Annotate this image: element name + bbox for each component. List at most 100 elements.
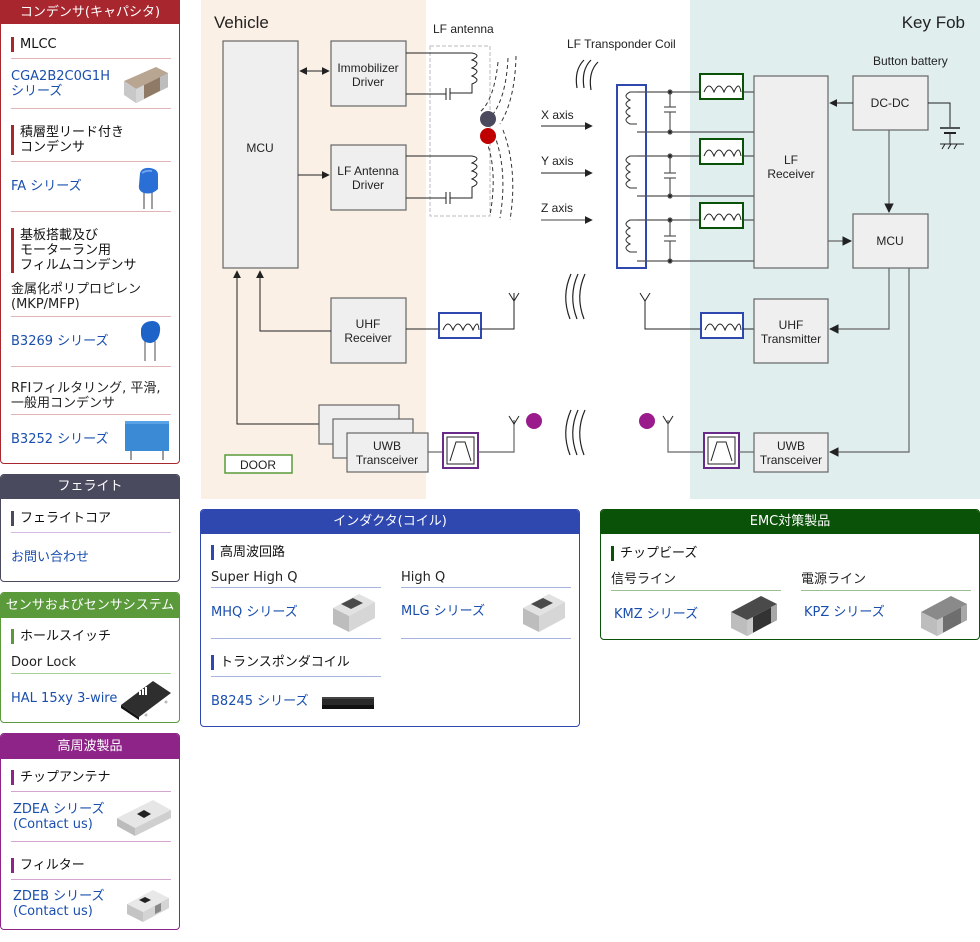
title-line: フィルムコンデンサ [20, 258, 137, 273]
link-line: CGA2B2C0G1H [11, 69, 110, 84]
block-label: Transceiver [760, 453, 822, 467]
section-title-ferrite-core: フェライトコア [11, 511, 111, 526]
product-link-b3252[interactable]: B3252 シリーズ [11, 432, 109, 447]
transponder-coil-image [322, 697, 374, 709]
block-label: DC-DC [871, 96, 910, 110]
link-line: (Contact us) [13, 904, 93, 919]
product-link-kmz[interactable]: KMZ シリーズ [614, 607, 699, 622]
product-link-b8245[interactable]: B8245 シリーズ [211, 694, 309, 709]
contact-link[interactable]: お問い合わせ [11, 550, 90, 565]
rf-panel: 高周波製品 チップアンテナ ZDEA シリーズ (Contact us) フィル… [0, 733, 180, 930]
divider [11, 791, 171, 792]
divider [11, 532, 171, 533]
sub-label-high-q: High Q [401, 570, 446, 585]
divider [11, 108, 171, 109]
sensor-panel: センサおよびセンサシステム ホールスイッチ Door Lock HAL 15xy… [0, 592, 180, 723]
divider [11, 841, 171, 842]
divider [401, 587, 571, 588]
fob-mcu-block: MCU [852, 213, 929, 269]
uhf-inductor-fob [639, 292, 754, 339]
sub-line: RFIフィルタリング, 平滑, [11, 381, 161, 396]
product-link-mhq[interactable]: MHQ シリーズ [211, 605, 298, 620]
section-title-chip-antenna: チップアンテナ [11, 770, 110, 785]
inductor-panel-header: インダクタ(コイル) [201, 510, 579, 534]
title-line: モーターラン用 [20, 243, 112, 258]
product-link-kpz[interactable]: KPZ シリーズ [804, 605, 885, 620]
sensor-panel-header: センサおよびセンサシステム [1, 593, 179, 618]
title-line: コンデンサ [20, 140, 86, 155]
uhf-receiver-block: UHF Receiver [330, 297, 407, 364]
divider [11, 673, 171, 674]
emc-bead-3 [699, 202, 744, 229]
product-link-zdea[interactable]: ZDEA シリーズ (Contact us) [13, 802, 105, 832]
sub-line: 金属化ポリプロピレン [11, 282, 142, 297]
uhf-inductor-vehicle [406, 292, 520, 339]
product-link-b3269[interactable]: B3269 シリーズ [11, 334, 109, 349]
section-title-hf-circuit: 高周波回路 [211, 545, 285, 560]
block-label: MCU [876, 234, 903, 248]
product-link-fa[interactable]: FA シリーズ [11, 179, 82, 194]
section-title-film-capacitor: 基板搭載及び モーターラン用 フィルムコンデンサ [11, 228, 136, 273]
capacitor-panel: コンデンサ(キャパシタ) MLCC CGA2B2C0G1H シリーズ 積層型リー… [0, 0, 180, 464]
sub-line: 一般用コンデンサ [11, 396, 116, 411]
block-label: UHF [779, 318, 804, 332]
dcdc-block: DC-DC [852, 75, 929, 131]
emc-bead-2 [699, 138, 744, 165]
uwb-transceiver-vehicle-stack: UWB Transceiver [318, 404, 429, 473]
lf-antenna-label: LF antenna [433, 22, 494, 36]
transponder-coils [625, 91, 637, 253]
filter-chip-image [127, 890, 169, 922]
keyless-entry-block-diagram: Vehicle Key Fob MCU Immobilizer Driver L… [201, 0, 980, 499]
radio-waves-uhf [565, 273, 586, 320]
block-label: MCU [246, 141, 273, 155]
sub-label-signal-line: 信号ライン [611, 572, 677, 587]
b3252-capacitor-image [125, 421, 169, 460]
lf-transponder-label: LF Transponder Coil [567, 37, 676, 51]
link-line: ZDEB シリーズ [13, 889, 105, 904]
block-label: Immobilizer [337, 61, 398, 75]
section-title-mlcc: MLCC [11, 37, 57, 52]
product-link-mlg[interactable]: MLG シリーズ [401, 604, 486, 619]
chip-antenna-image [117, 800, 171, 836]
capacitor-panel-header: コンデンサ(キャパシタ) [1, 1, 179, 24]
battery-symbol [928, 102, 964, 150]
axis-arrows: X axis Y axis Z axis [541, 108, 593, 224]
block-label: UHF [356, 317, 381, 331]
block-label: Transmitter [761, 332, 821, 346]
radio-waves-transponder [575, 59, 599, 91]
axis-label-z: Z axis [541, 201, 573, 215]
section-title-transponder-coil: トランスポンダコイル [211, 655, 350, 670]
door-label-box: DOOR [224, 454, 293, 474]
vehicle-title: Vehicle [214, 13, 269, 32]
mhq-inductor-image [333, 594, 375, 632]
rf-panel-header: 高周波製品 [1, 734, 179, 759]
divider [211, 587, 381, 588]
title-line: 基板搭載及び [20, 228, 99, 243]
divider [211, 676, 381, 677]
section-title-leaded-capacitor: 積層型リード付き コンデンサ [11, 125, 124, 155]
transponder-coil-box [616, 84, 647, 269]
block-label: Driver [352, 75, 384, 89]
product-link-hal15xy[interactable]: HAL 15xy 3-wire [11, 691, 118, 706]
title-line: 積層型リード付き [20, 125, 125, 140]
block-label: UWB [777, 439, 805, 453]
block-label: DOOR [240, 458, 276, 472]
block-label: LF [784, 153, 798, 167]
section-title-hall-switch: ホールスイッチ [11, 629, 111, 644]
divider [401, 638, 571, 639]
lf-antenna-driver-block: LF Antenna Driver [330, 144, 407, 211]
b3269-capacitor-image [141, 321, 161, 361]
section-title-chip-beads: チップビーズ [611, 546, 697, 561]
product-link-cga2b2c0g1h[interactable]: CGA2B2C0G1H シリーズ [11, 69, 110, 99]
block-label: Transceiver [356, 453, 418, 467]
radio-waves-uwb [565, 409, 586, 456]
kpz-bead-image [921, 596, 967, 636]
section-title-filter: フィルター [11, 858, 85, 873]
block-label: UWB [373, 439, 401, 453]
link-line: (Contact us) [13, 817, 93, 832]
inductor-panel: インダクタ(コイル) 高周波回路 Super High Q MHQ シリーズ H… [200, 509, 580, 727]
divider [11, 58, 171, 59]
divider [11, 211, 171, 212]
product-link-zdeb[interactable]: ZDEB シリーズ (Contact us) [13, 889, 105, 919]
fa-capacitor-image [138, 167, 158, 209]
